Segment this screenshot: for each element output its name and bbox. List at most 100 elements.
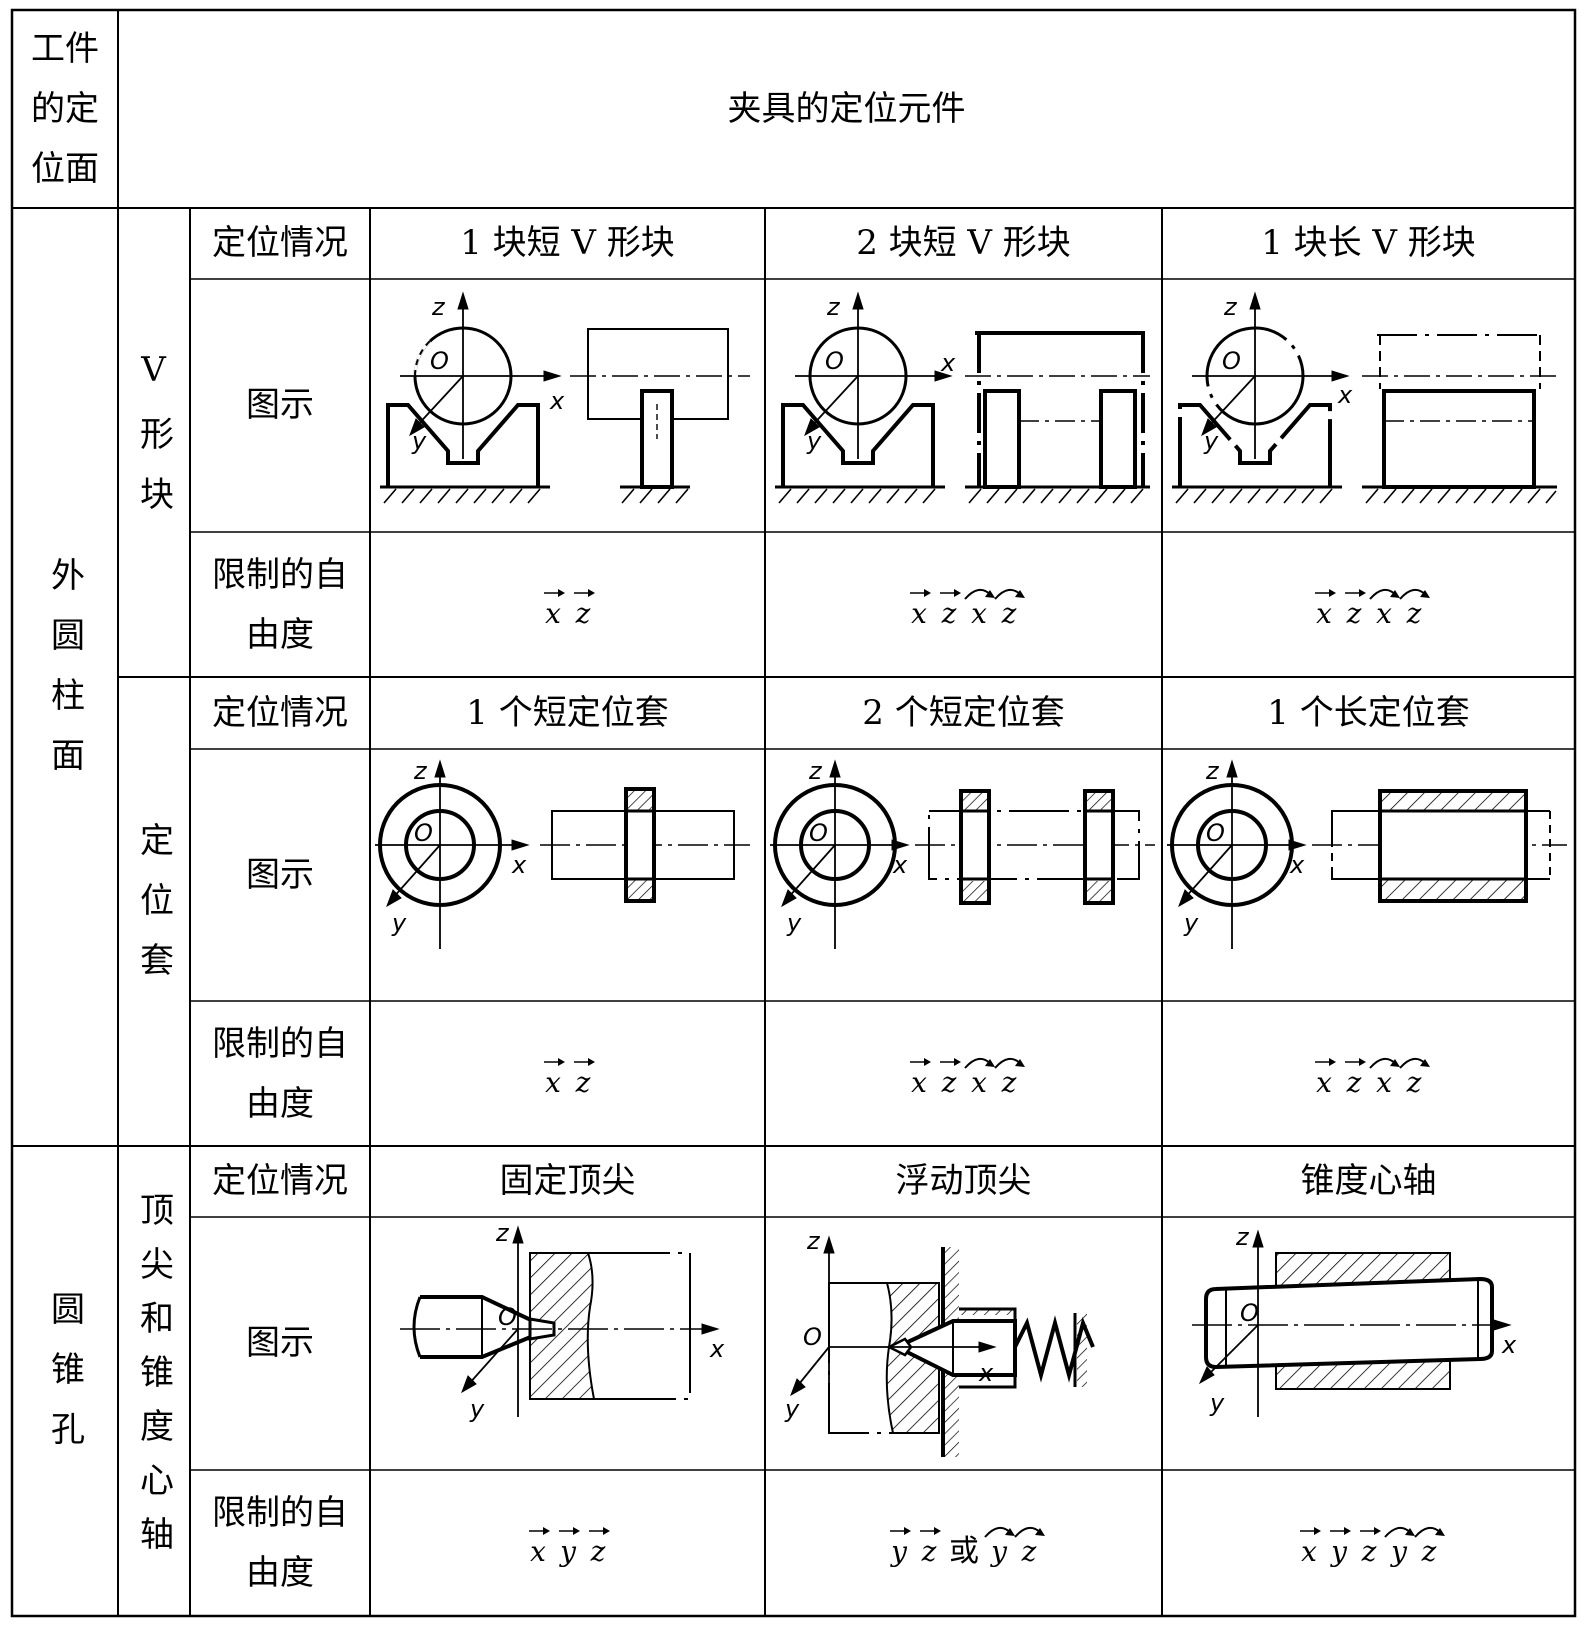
dof-rotation-z: z (1420, 1535, 1436, 1568)
origin-label: O (825, 347, 844, 375)
dof-translation-z: z (589, 1535, 605, 1568)
row-label-text: 图示 (246, 1323, 314, 1364)
dof-rotation-y: y (1389, 1535, 1408, 1568)
dof-rotation-y: y (989, 1535, 1008, 1568)
dof-translation-z: z (920, 1535, 936, 1568)
dof-translation-y: y (1329, 1535, 1348, 1568)
rotation-arrowhead-icon (1404, 1528, 1415, 1536)
rotation-arrowhead-icon (1434, 1528, 1445, 1536)
axis-z-label: z (413, 757, 428, 785)
translation-arrowhead-icon (1328, 1057, 1336, 1066)
row-label-figure: 图示 (190, 1217, 370, 1470)
translation-arrowhead-icon (1313, 1527, 1321, 1535)
translation-arrowhead-icon (923, 588, 931, 597)
dof-translation-y: y (889, 1535, 908, 1568)
origin-label: O (430, 347, 449, 375)
axis-y-label: y (806, 427, 822, 455)
row-label-dof: 限制的自由度 (190, 1001, 370, 1146)
diagram-short-sleeve-1: z O x y (375, 757, 750, 949)
rotation-arrowhead-icon (984, 1058, 995, 1067)
dof-translation-z: z (940, 597, 956, 630)
dof-rotation-z: z (1000, 1066, 1016, 1099)
dof-translation-x: x (545, 1066, 561, 1099)
translation-arrowhead-icon (587, 588, 595, 597)
dof-rotation-x: x (1376, 1066, 1392, 1099)
dof-translation-x: x (911, 1066, 927, 1099)
dof-translation-x: x (530, 1535, 546, 1568)
axis-z-label: z (1205, 757, 1220, 785)
row-label-figure: 图示 (190, 749, 370, 1001)
row-label-situation: 定位情况 (190, 677, 370, 749)
axis-x-label: x (1337, 381, 1353, 409)
dof-translation-x: x (1316, 597, 1332, 630)
translation-arrowhead-icon (953, 1057, 961, 1066)
axis-y-label: y (784, 1395, 800, 1423)
row-label-text: 图示 (246, 854, 314, 895)
dof-join-text: 或 (949, 1534, 979, 1569)
dof-translation-x: x (1301, 1535, 1317, 1568)
row-label-text: 限制的自由度 (212, 1023, 348, 1124)
diagram-taper-mandrel: z O x y (1192, 1223, 1517, 1417)
row-label-situation: 定位情况 (190, 1146, 370, 1217)
rotation-arrowhead-icon (1389, 1058, 1400, 1067)
axis-z-label: z (1223, 293, 1238, 321)
surface-cone-label: 圆锥孔 (44, 1291, 85, 1471)
dof-rotation-z: z (1405, 1066, 1421, 1099)
dof-translation-z: z (574, 1066, 590, 1099)
origin-label: O (803, 1323, 822, 1351)
dof-translation-z: z (1360, 1535, 1376, 1568)
axis-z-label: z (495, 1219, 510, 1247)
translation-arrowhead-icon (557, 588, 565, 597)
dof-translation-x: x (1316, 1066, 1332, 1099)
axis-x-label: x (1289, 851, 1305, 879)
axis-x-label: x (978, 1359, 994, 1387)
axis-x-label: x (709, 1335, 725, 1363)
case-header-text: 1 块长 V 形块 (1261, 223, 1476, 264)
header-surface-cell: 工件的定位面 (12, 10, 118, 208)
case-header-text: 锥度心轴 (1300, 1161, 1437, 1202)
origin-label: O (1240, 1299, 1259, 1327)
translation-arrowhead-icon (1343, 1527, 1351, 1535)
axis-z-label: z (431, 293, 446, 321)
translation-arrowhead-icon (572, 1527, 580, 1535)
case-header-text: 浮动顶尖 (895, 1161, 1032, 1202)
translation-arrowhead-icon (923, 1057, 931, 1066)
dof-rotation-z: z (1405, 597, 1421, 630)
translation-arrowhead-icon (587, 1057, 595, 1066)
axis-y-label: y (469, 1395, 485, 1423)
dof-translation-z: z (1345, 597, 1361, 630)
origin-label: O (498, 1303, 517, 1331)
axis-z-label: z (806, 1227, 821, 1255)
case-header-text: 1 个长定位套 (1267, 692, 1470, 733)
rotation-arrowhead-icon (1004, 1528, 1015, 1536)
diagram-long-vblock: z O x y (1172, 291, 1562, 504)
case-header: 1 块短 V 形块 (370, 208, 765, 279)
header-element-cell: 夹具的定位元件 (118, 10, 1575, 208)
dof-translation-z: z (574, 597, 590, 630)
diagram-short-sleeve-2: z O x y (770, 757, 1155, 949)
dof-translation-x: x (545, 597, 561, 630)
dof-rotation-z: z (1020, 1535, 1036, 1568)
diagram-floating-center: z O x y (784, 1227, 1095, 1457)
row-label-text: 图示 (246, 385, 314, 426)
row-label-dof: 限制的自由度 (190, 532, 370, 677)
rotation-arrowhead-icon (1034, 1528, 1045, 1536)
row-label-text: 定位情况 (212, 1161, 348, 1202)
diagram-short-vblock-1: z O x y (380, 291, 750, 504)
dof-rotation-x: x (1376, 597, 1392, 630)
row-label-text: 限制的自由度 (212, 1493, 348, 1593)
case-header: 2 块短 V 形块 (765, 208, 1162, 279)
element-center-cell: 顶尖和锥度心轴 (118, 1146, 190, 1616)
diagram-fixed-center: z O x y (400, 1219, 725, 1423)
case-header-text: 固定顶尖 (499, 1161, 636, 1202)
surface-cylinder-cell: 外圆柱面 (12, 208, 118, 1146)
row-label-text: 限制的自由度 (212, 554, 348, 655)
